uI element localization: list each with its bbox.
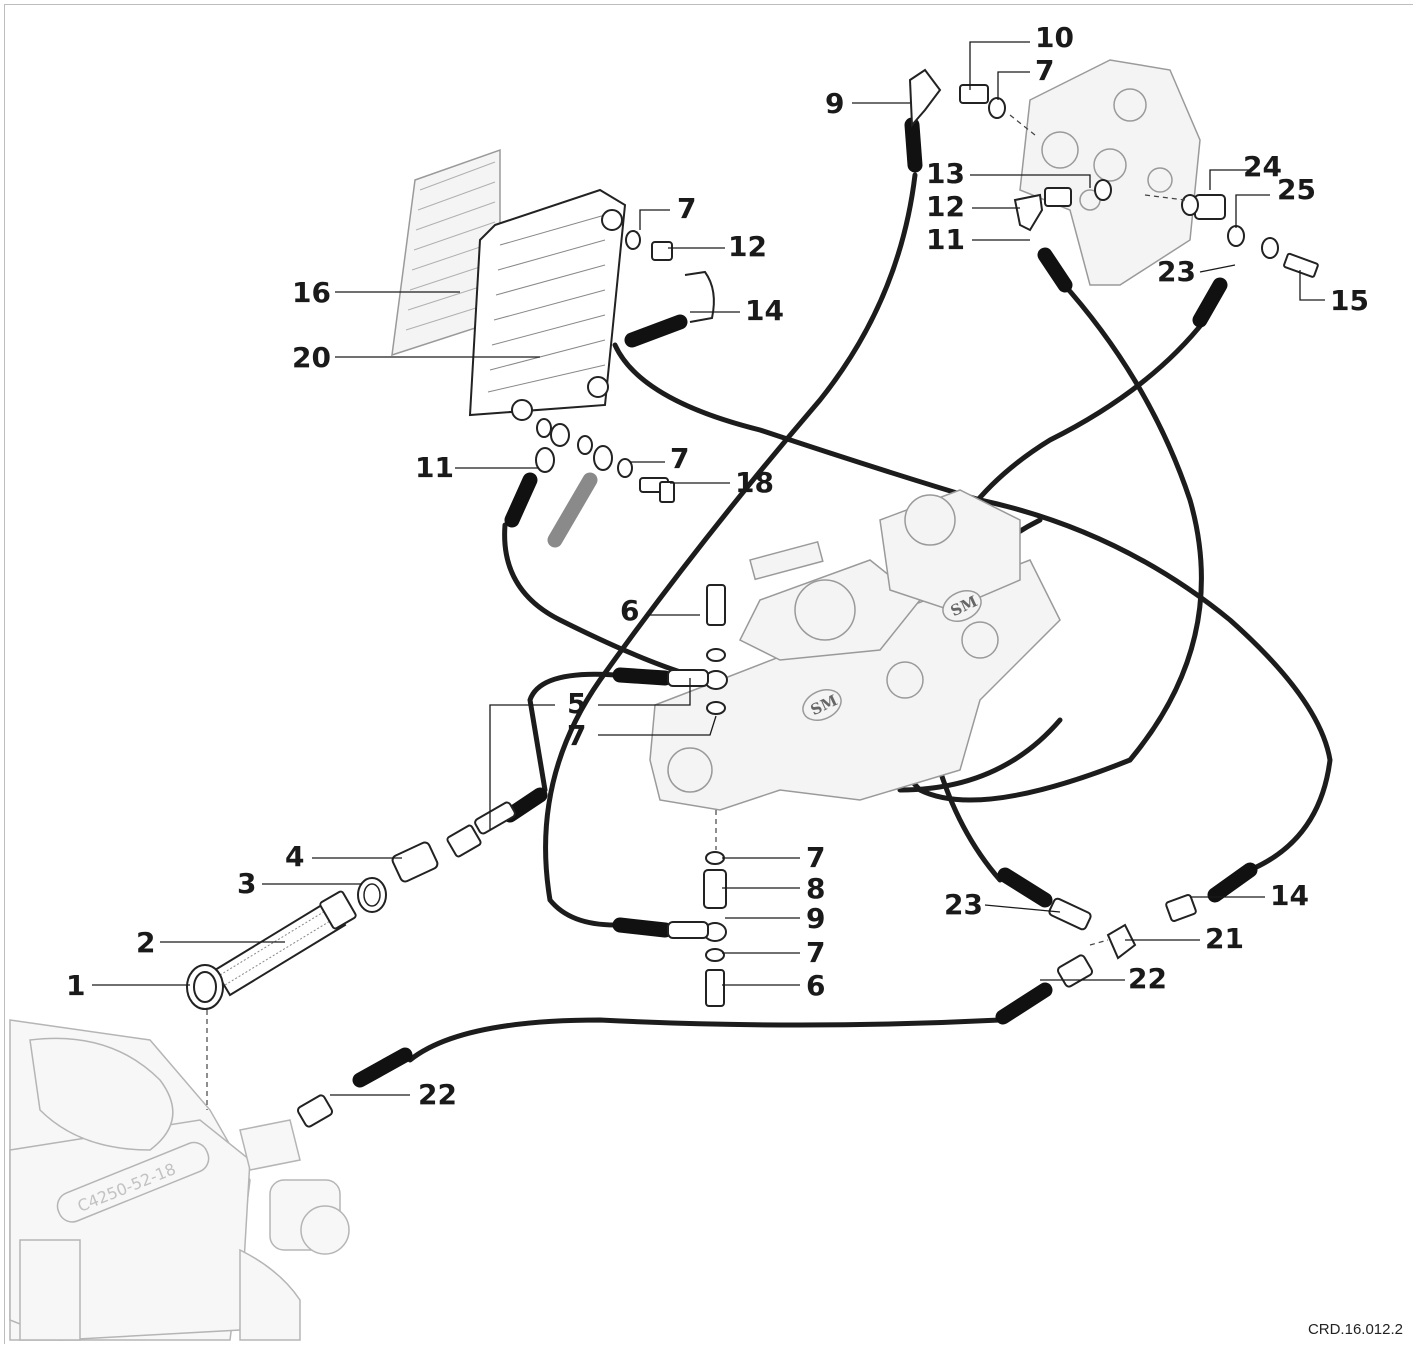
diagram-frame [4,4,1413,1344]
label-23-upper: 23 [1157,255,1196,288]
hose-sleeves [352,117,1258,1088]
label-24: 24 [1243,150,1282,183]
label-3: 3 [237,867,256,900]
label-8: 8 [806,872,825,905]
label-11-cooler: 11 [415,451,454,484]
label-4: 4 [285,840,304,873]
label-14-lower: 14 [1270,879,1309,912]
suction-filter [186,890,357,1010]
adapter-4 [391,841,439,883]
label-12-cooler: 12 [728,230,767,263]
part-labels: 1 2 3 4 5 6 7 7 8 9 7 6 22 22 23 21 14 1… [66,21,1369,1111]
label-7-lower1: 7 [806,841,825,874]
label-21: 21 [1205,922,1244,955]
hydraulic-pump: SM SM [649,489,1061,811]
drawing-code: CRD.16.012.2 [1307,1321,1403,1338]
label-25: 25 [1277,173,1316,206]
label-1: 1 [66,969,85,1002]
oil-cooler [468,188,627,421]
label-7-cooler: 7 [677,192,696,225]
label-7-valve: 7 [1035,54,1054,87]
label-14-cooler: 14 [745,294,784,327]
label-7-lower2: 7 [806,936,825,969]
hydraulic-tank: C4250-52-18 [9,1019,350,1341]
banjo-stack [667,584,728,1007]
label-6-bottom: 6 [806,969,825,1002]
label-11-valve: 11 [926,223,965,256]
label-16: 16 [292,276,331,309]
label-23-lower: 23 [944,888,983,921]
label-20: 20 [292,341,331,374]
label-2: 2 [136,926,155,959]
label-22-right: 22 [1128,962,1167,995]
label-15: 15 [1330,284,1369,317]
label-10: 10 [1035,21,1074,54]
seal-ring-3 [357,877,387,913]
label-6-top: 6 [620,594,639,627]
label-12-valve: 12 [926,190,965,223]
label-22-left: 22 [418,1078,457,1111]
label-5: 5 [567,687,586,720]
label-7-bottom-cooler: 7 [670,442,689,475]
label-9-top: 9 [825,87,844,120]
hose-end-5 [446,801,516,858]
label-13: 13 [926,157,965,190]
cooler-fittings [535,230,715,503]
leader-lines [92,41,1325,1096]
label-18: 18 [735,466,774,499]
right-fittings [296,68,1319,1128]
label-9-lower: 9 [806,902,825,935]
label-7-pump: 7 [567,719,586,752]
assembly-axes [206,114,1186,1110]
